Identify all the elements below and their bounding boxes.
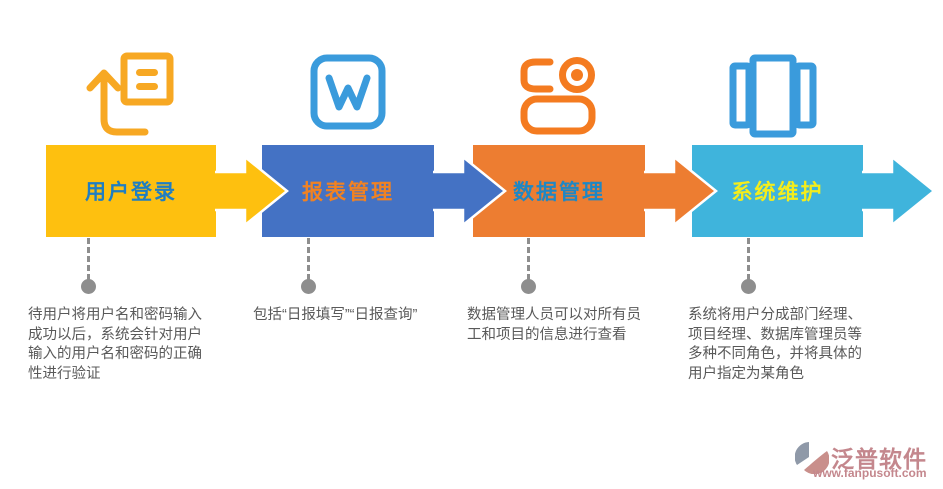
fanpu-logo-icon — [795, 442, 829, 474]
connector-line — [81, 238, 96, 294]
word-document-icon — [310, 54, 386, 130]
step-title-user-login: 用户登录 — [85, 181, 177, 204]
watermark-brand-name: 泛普软件 — [831, 446, 927, 472]
connector-line — [741, 238, 756, 294]
connector-dot — [521, 279, 536, 294]
step-description-data-management: 数据管理人员可以对所有员工和项目的信息进行查看 — [467, 307, 641, 343]
flow-arrow-icon — [215, 154, 289, 228]
step-box-user-login: 用户登录 — [46, 145, 216, 237]
step-box-report-management: 报表管理 — [262, 145, 434, 237]
upload-document-icon — [86, 52, 174, 136]
step-title-report-management: 报表管理 — [302, 181, 394, 204]
watermark-url: www.fanpusoft.com — [813, 466, 927, 480]
step-description-user-login: 待用户将用户名和密码输入成功以后，系统会针对用户输入的用户名和密码的正确性进行验… — [28, 307, 202, 382]
database-columns-icon — [729, 54, 817, 138]
data-records-icon — [520, 57, 596, 135]
flow-arrow-icon — [433, 154, 507, 228]
connector-dot — [741, 279, 756, 294]
connector-dot — [301, 279, 316, 294]
flow-arrow-icon — [862, 154, 936, 228]
connector-line — [521, 238, 536, 294]
step-description-report-management: 包括“日报填写”“日报查询” — [253, 307, 418, 323]
connector-dot — [81, 279, 96, 294]
connector-line — [301, 238, 316, 294]
step-description-system-maintenance: 系统将用户分成部门经理、项目经理、数据库管理员等多种不同角色，并将具体的用户指定… — [688, 307, 862, 382]
flow-arrow-icon — [644, 154, 718, 228]
step-title-data-management: 数据管理 — [513, 181, 605, 204]
step-box-system-maintenance: 系统维护 — [692, 145, 863, 237]
step-title-system-maintenance: 系统维护 — [731, 181, 824, 204]
